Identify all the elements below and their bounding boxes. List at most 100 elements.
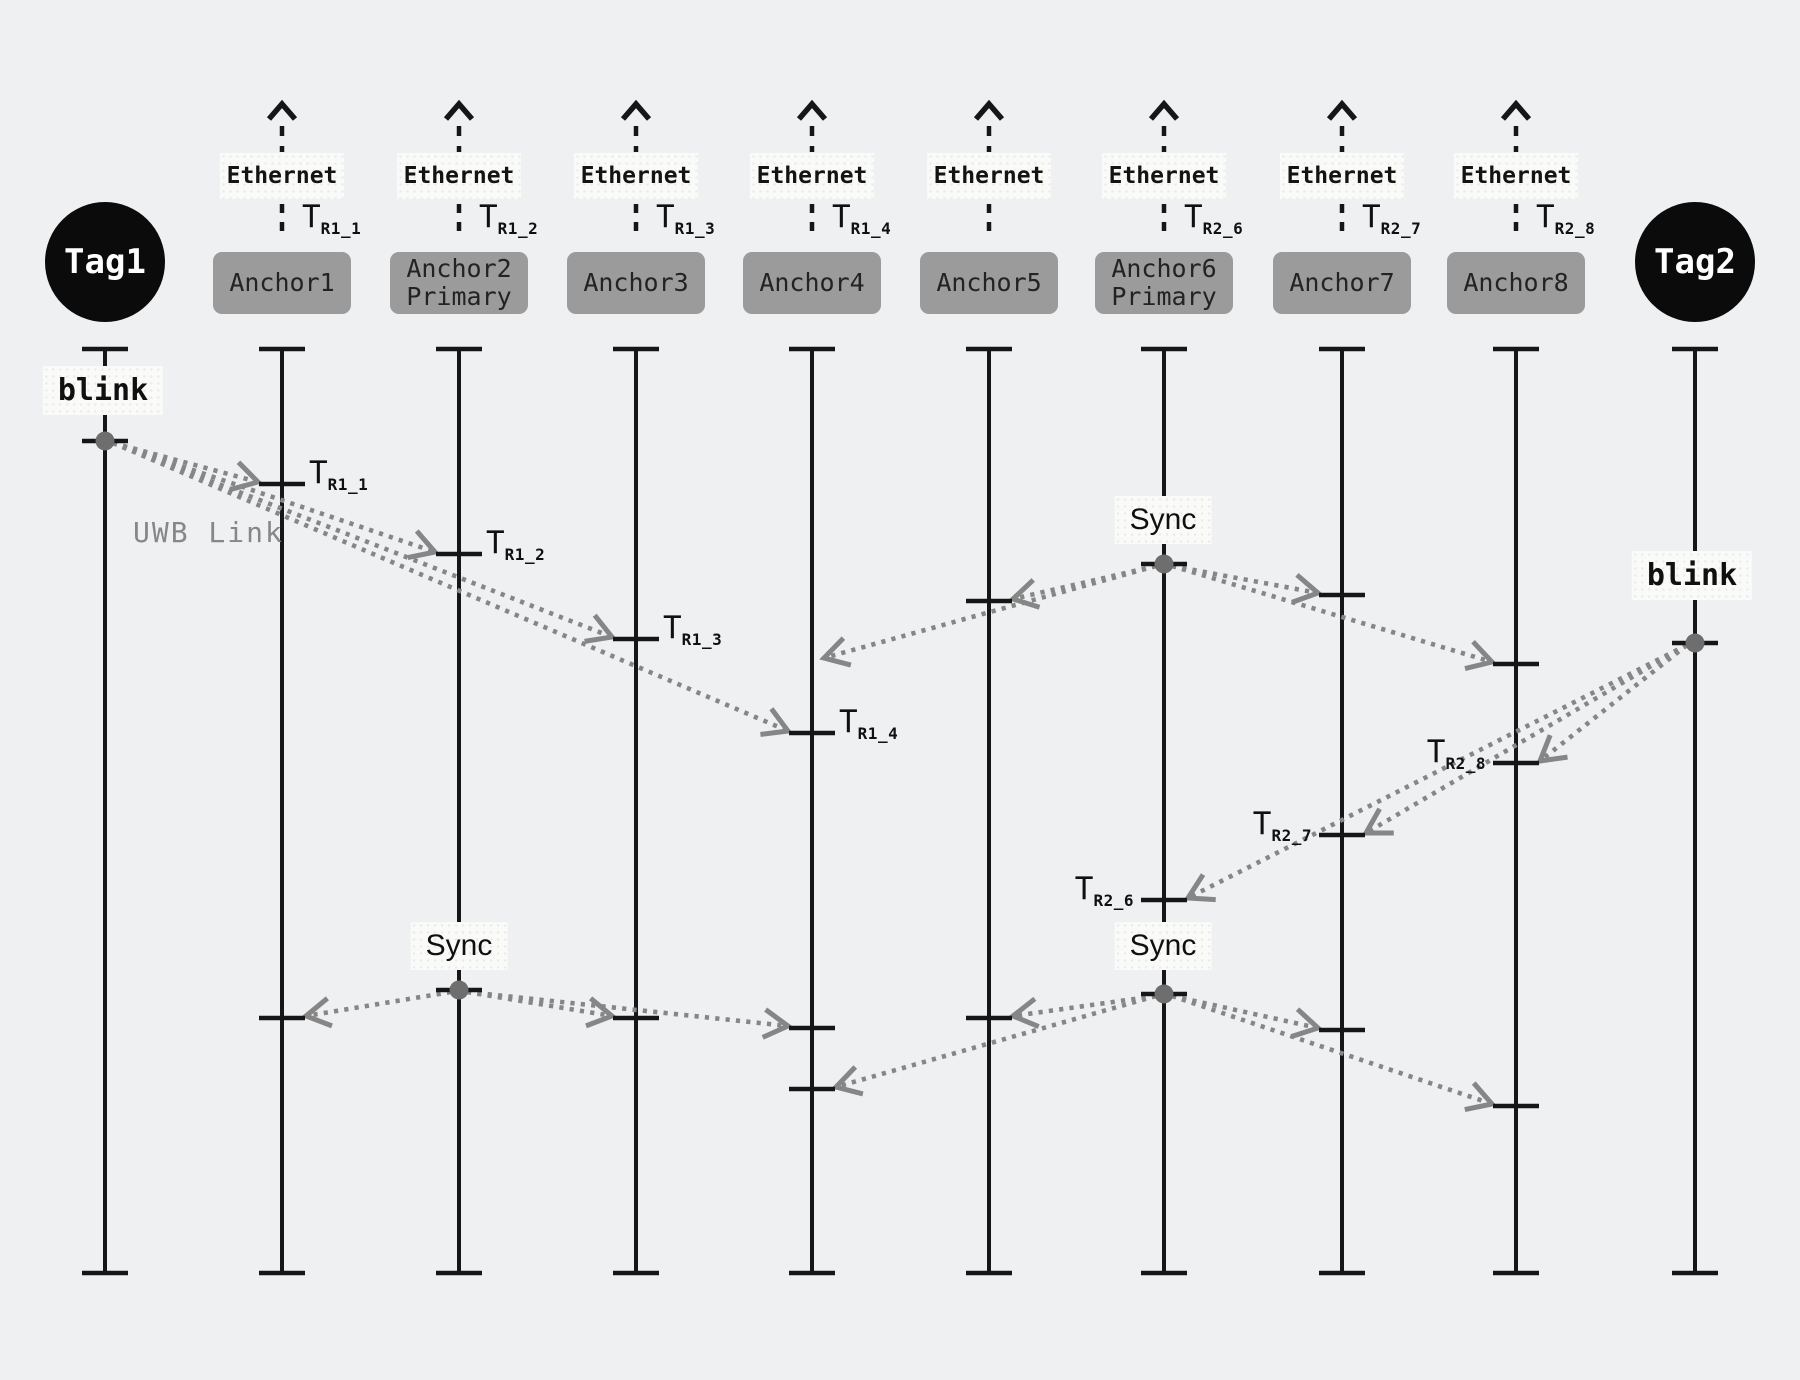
anchor-rx-timestamp-label: TR1_4 — [832, 199, 891, 238]
receive-tick-mark — [613, 636, 659, 642]
timestamp-subscript: R1_3 — [681, 630, 723, 649]
receive-tick-mark — [1319, 1027, 1365, 1033]
lifeline-top-cap — [613, 346, 659, 352]
sync-message-arrow — [301, 989, 452, 1029]
anchor-name: Anchor4 — [759, 268, 865, 297]
receive-tick-mark — [1493, 760, 1539, 766]
uwb-message-arrow — [112, 440, 263, 492]
lifeline-top-cap — [436, 346, 482, 352]
receive-tick-mark — [1141, 897, 1187, 903]
ethernet-label: Ethernet — [574, 153, 698, 199]
timestamp-subscript: R1_2 — [497, 219, 539, 238]
timestamp-subscript: R2_6 — [1202, 219, 1244, 238]
timestamp-symbol: T — [1074, 871, 1094, 907]
lifeline-top-cap — [1672, 346, 1718, 352]
anchor-name: Anchor3 — [583, 268, 689, 297]
anchor-rx-timestamp-label: TR1_2 — [479, 199, 538, 238]
uwb-link-caption: UWB Link — [133, 516, 284, 549]
receive-tick-mark — [259, 1015, 305, 1021]
lifeline-bottom-cap — [789, 1270, 835, 1276]
receive-tick-mark — [966, 598, 1012, 604]
timestamp-symbol: T — [309, 455, 328, 491]
receive-tick-mark — [436, 551, 482, 557]
ethernet-label: Ethernet — [220, 153, 344, 199]
ethernet-label: Ethernet — [1454, 153, 1578, 199]
lifeline-top-cap — [1493, 346, 1539, 352]
timestamp-symbol: T — [1184, 199, 1203, 235]
uplink-arrow-icon — [620, 99, 652, 121]
emit-event-dot — [1685, 633, 1705, 653]
lifeline-bottom-cap — [436, 1270, 482, 1276]
receive-timestamp-label: TR1_2 — [486, 525, 545, 564]
uplink-arrow-icon — [443, 99, 475, 121]
lifeline-top-cap — [82, 346, 128, 352]
tag-circle: Tag1 — [45, 202, 165, 322]
receive-timestamp-label: TR1_4 — [839, 704, 898, 743]
anchor-rx-timestamp-label: TR1_1 — [302, 199, 361, 238]
anchor-name: Anchor1 — [229, 268, 335, 297]
uplink-arrow-icon — [796, 99, 828, 121]
sync-message-arrow — [831, 993, 1157, 1097]
timestamp-symbol: T — [1252, 806, 1272, 842]
lifeline-bottom-cap — [1672, 1270, 1718, 1276]
receive-tick-mark — [1493, 661, 1539, 667]
receive-timestamp-label: TR2_7 — [1192, 806, 1312, 845]
timestamp-symbol: T — [663, 610, 682, 646]
lifeline-bottom-cap — [1319, 1270, 1365, 1276]
lifeline-top-cap — [966, 346, 1012, 352]
receive-tick-mark — [259, 481, 305, 487]
timestamp-symbol: T — [486, 525, 505, 561]
uplink-arrow-icon — [973, 99, 1005, 121]
anchor-role: Primary — [1111, 282, 1217, 311]
sync-event-label: Sync — [1114, 496, 1212, 544]
receive-tick-mark — [1319, 832, 1365, 838]
blink-event-label: blink — [42, 366, 164, 415]
receive-timestamp-label: TR2_6 — [1014, 871, 1134, 910]
receive-tick-mark — [789, 730, 835, 736]
anchor-name: Anchor5 — [936, 268, 1042, 297]
timestamp-subscript: R1_2 — [504, 545, 546, 564]
uplink-arrow-icon — [1500, 99, 1532, 121]
ethernet-label: Ethernet — [1280, 153, 1404, 199]
timestamp-subscript: R1_3 — [674, 219, 716, 238]
anchor-name: Anchor6 — [1111, 254, 1217, 283]
receive-tick-mark — [613, 1015, 659, 1021]
lifeline-top-cap — [789, 346, 835, 352]
anchor-rx-timestamp-label: TR2_6 — [1184, 199, 1243, 238]
lifeline-bottom-cap — [1141, 1270, 1187, 1276]
uwb-message-arrow — [112, 440, 793, 737]
receive-tick-mark — [966, 1015, 1012, 1021]
lifeline-bottom-cap — [613, 1270, 659, 1276]
uplink-arrow-icon — [1326, 99, 1358, 121]
emit-event-dot — [1154, 984, 1174, 1004]
timestamp-symbol: T — [1362, 199, 1381, 235]
sync-message-arrow — [1171, 563, 1497, 671]
receive-timestamp-label: TR1_3 — [663, 610, 722, 649]
sync-message-arrow — [1008, 993, 1157, 1029]
uwb-message-arrow — [1536, 643, 1689, 765]
anchor-box: Anchor5 — [920, 252, 1058, 314]
lifeline-top-cap — [259, 346, 305, 352]
uplink-arrow-icon — [266, 99, 298, 121]
ethernet-label: Ethernet — [397, 153, 521, 199]
anchor-box: Anchor7 — [1273, 252, 1411, 314]
sync-message-arrow — [466, 989, 793, 1040]
receive-timestamp-label: TR1_1 — [309, 455, 368, 494]
lifeline-bottom-cap — [966, 1270, 1012, 1276]
timestamp-symbol: T — [479, 199, 498, 235]
receive-tick-mark — [1319, 592, 1365, 598]
anchor-name: Anchor8 — [1463, 268, 1569, 297]
anchor-rx-timestamp-label: TR1_3 — [656, 199, 715, 238]
lifeline-bottom-cap — [259, 1270, 305, 1276]
tag-circle: Tag2 — [1635, 202, 1755, 322]
emit-event-dot — [95, 431, 115, 451]
anchor-box: Anchor4 — [743, 252, 881, 314]
timestamp-subscript: R1_1 — [320, 219, 362, 238]
lifeline-top-cap — [1141, 346, 1187, 352]
sync-message-arrow — [1171, 993, 1323, 1039]
timestamp-symbol: T — [656, 199, 675, 235]
blink-event-label: blink — [1631, 551, 1753, 600]
